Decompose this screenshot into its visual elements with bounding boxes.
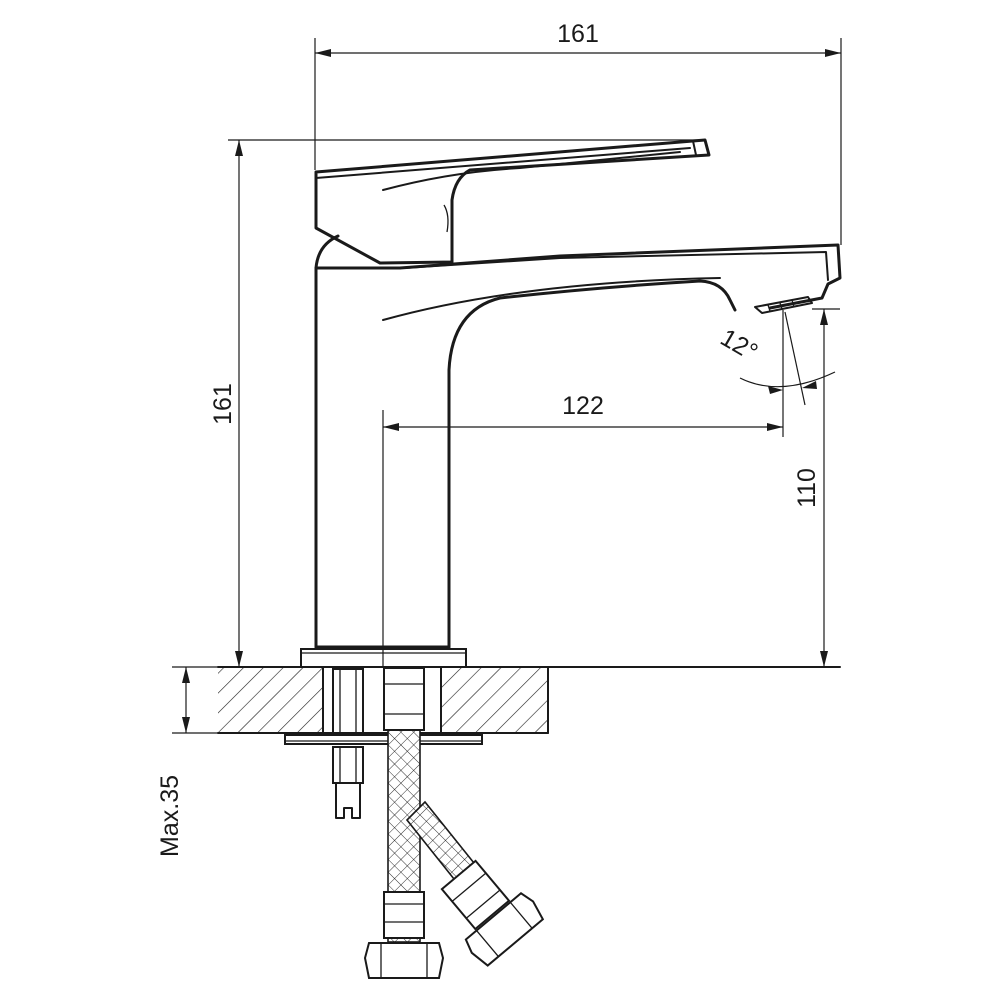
mounting-stud <box>332 668 364 819</box>
dimension-max-thickness: Max.35 <box>156 666 218 857</box>
spout-reach-label: 122 <box>562 392 604 420</box>
overall-height-label: 161 <box>209 383 237 425</box>
dimension-spout-height: 110 <box>793 308 840 667</box>
hose-right <box>405 800 545 967</box>
max-thickness-label: Max.35 <box>156 775 184 857</box>
spout-height-label: 110 <box>793 468 821 508</box>
lever-handle <box>314 138 711 265</box>
dimension-overall-height: 161 <box>209 139 705 667</box>
overall-width-label: 161 <box>557 20 599 48</box>
faucet-body <box>314 234 842 649</box>
dimension-overall-width: 161 <box>314 20 842 245</box>
countertop <box>217 666 841 734</box>
hose-left <box>363 667 445 979</box>
fixing-plate <box>284 734 483 745</box>
dimension-spray-angle: 12° <box>716 311 836 406</box>
dimension-spout-reach: 122 <box>382 310 784 667</box>
spray-angle-label: 12° <box>716 323 763 366</box>
